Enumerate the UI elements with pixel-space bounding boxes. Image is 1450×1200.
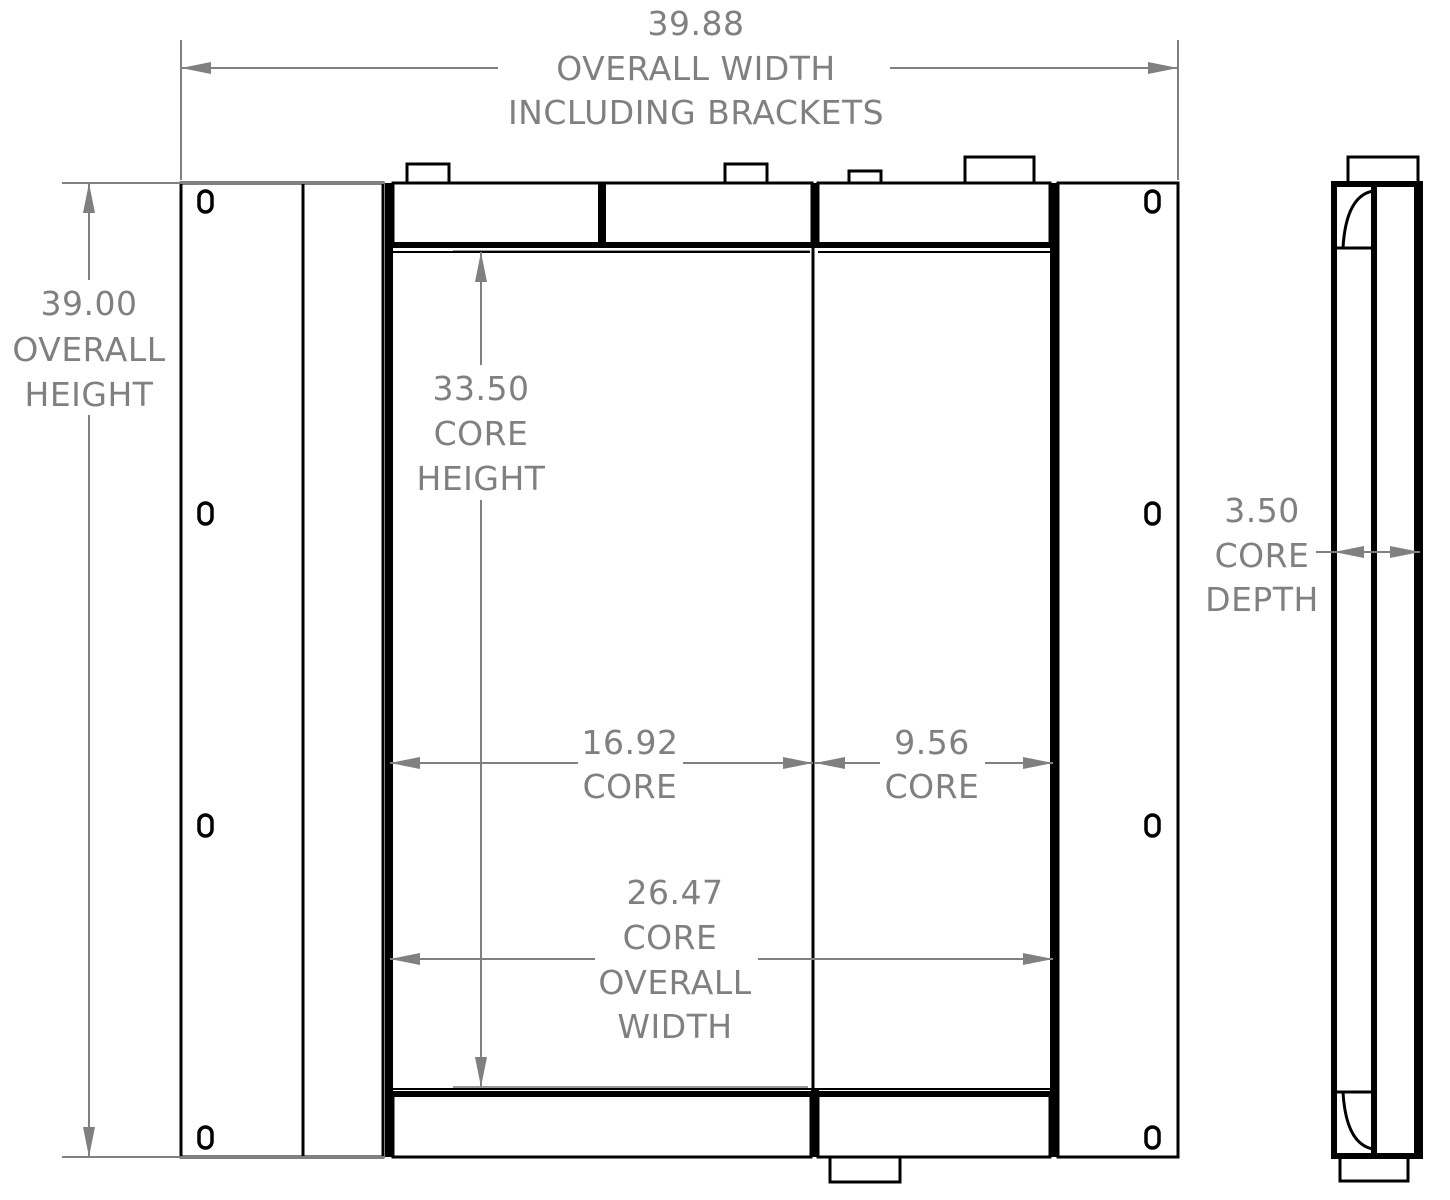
core-height-value: 33.50 <box>433 369 530 408</box>
mounting-holes-left <box>197 189 214 1150</box>
dimension-overall-height: 39.00 OVERALL HEIGHT <box>12 182 385 1158</box>
dimension-core-overall-width: 26.47 CORE OVERALL WIDTH <box>390 873 1053 1046</box>
side-bottom-fitting <box>1338 1155 1410 1183</box>
core-overall-width-label: CORE <box>623 918 718 957</box>
overall-height-value: 39.00 <box>41 284 138 323</box>
hole-right-2 <box>1144 501 1161 526</box>
dimension-core-right: 9.56 CORE <box>815 723 1053 806</box>
core-right-label: CORE <box>885 767 980 806</box>
core-overall-width-label-3: WIDTH <box>617 1007 732 1046</box>
dimension-core-height: 33.50 CORE HEIGHT <box>417 252 546 1087</box>
left-bracket <box>179 181 387 1159</box>
hole-right-3 <box>1144 813 1161 838</box>
top-tanks <box>390 155 1055 252</box>
hole-left-2 <box>197 501 214 526</box>
dimension-overall-width: 39.88 OVERALL WIDTH INCLUDING BRACKETS <box>180 4 1179 180</box>
side-view <box>1331 155 1423 1183</box>
front-view <box>179 155 1180 1184</box>
dimension-core-left: 16.92 CORE <box>390 723 813 806</box>
core <box>387 183 1058 1157</box>
core-overall-width-label-2: OVERALL <box>598 963 751 1002</box>
mounting-holes-right <box>1144 189 1161 1150</box>
hole-right-1 <box>1144 189 1161 214</box>
core-height-label-2: HEIGHT <box>417 459 546 498</box>
core-height-label: CORE <box>434 414 529 453</box>
core-depth-label-2: DEPTH <box>1205 580 1319 619</box>
hole-left-1 <box>197 189 214 214</box>
core-left-value: 16.92 <box>582 723 679 762</box>
bottom-fitting <box>828 1155 902 1184</box>
top-fitting-4 <box>963 155 1036 185</box>
overall-height-label: OVERALL <box>12 330 165 369</box>
core-overall-width-value: 26.47 <box>627 873 724 912</box>
overall-width-label: OVERALL WIDTH <box>556 49 836 88</box>
hole-right-4 <box>1144 1125 1161 1150</box>
core-depth-value: 3.50 <box>1224 491 1299 530</box>
core-depth-label: CORE <box>1215 536 1310 575</box>
dimension-core-depth: 3.50 CORE DEPTH <box>1205 491 1420 619</box>
hole-left-3 <box>197 813 214 838</box>
top-fitting-1 <box>405 162 451 185</box>
right-bracket <box>1056 181 1180 1159</box>
top-fitting-3 <box>847 169 883 185</box>
side-top-fitting <box>1346 155 1420 185</box>
bottom-tanks <box>390 1086 1055 1184</box>
core-left-label: CORE <box>583 767 678 806</box>
overall-height-label-2: HEIGHT <box>25 375 154 414</box>
hole-left-4 <box>197 1125 214 1150</box>
top-fitting-2 <box>723 162 769 185</box>
overall-width-value: 39.88 <box>648 4 745 43</box>
overall-width-label-2: INCLUDING BRACKETS <box>508 93 884 132</box>
core-right-value: 9.56 <box>894 723 969 762</box>
